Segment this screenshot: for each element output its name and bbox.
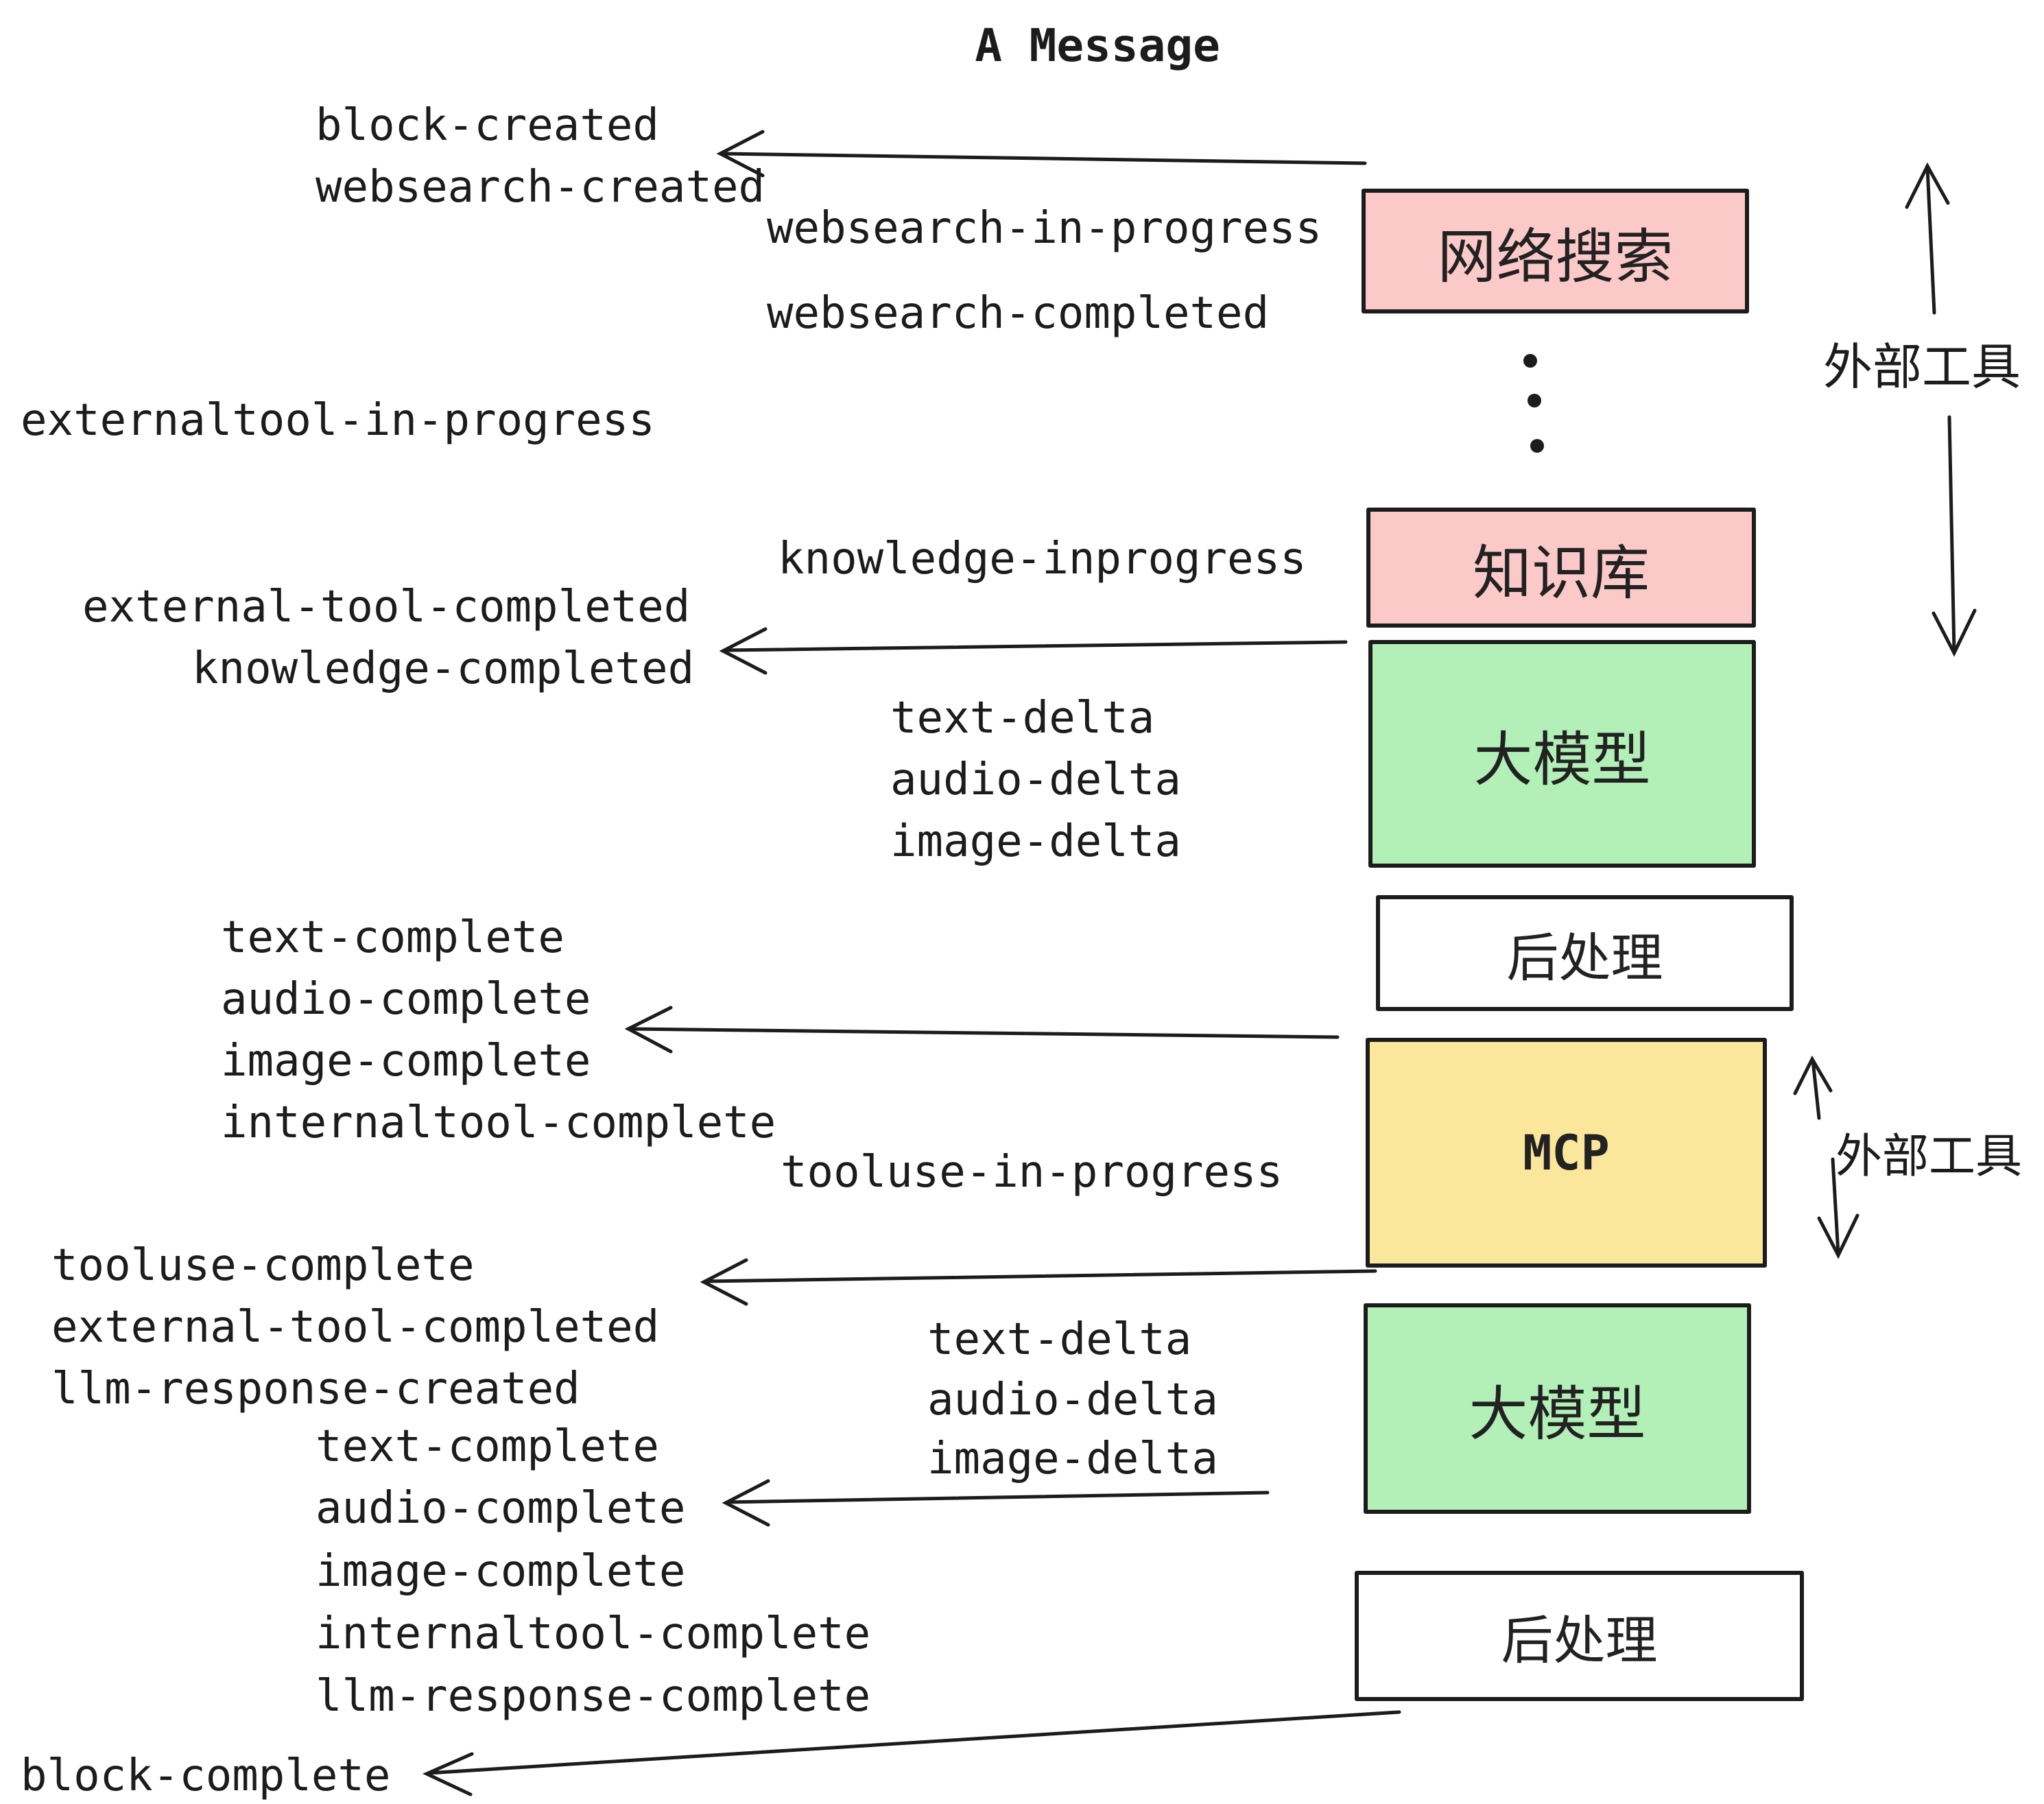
event-text-delta: text-delta — [890, 693, 1155, 744]
event-audio-delta-2: audio-delta — [927, 1375, 1218, 1425]
box-llm-2-label: 大模型 — [1469, 1380, 1646, 1449]
box-websearch-label: 网络搜索 — [1437, 222, 1674, 292]
arrow-block-complete — [422, 1710, 1401, 1796]
arrow-audio-complete-2 — [722, 1479, 1270, 1527]
event-knowledge-completed: knowledge-completed — [192, 643, 695, 694]
event-tooluse-in-progress: tooluse-in-progress — [781, 1147, 1283, 1198]
event-block-complete: block-complete — [21, 1750, 391, 1801]
event-image-delta: image-delta — [890, 816, 1181, 867]
event-websearch-in-progress: websearch-in-progress — [767, 203, 1322, 254]
event-tooluse-complete: tooluse-complete — [51, 1240, 475, 1291]
box-knowledge-label: 知识库 — [1473, 539, 1650, 608]
event-internaltool-complete-2: internaltool-complete — [316, 1609, 871, 1659]
arrow-external-tools-up-1 — [1905, 162, 1950, 315]
vertical-ellipsis — [1523, 354, 1544, 453]
event-external-tool-completed-2: external-tool-completed — [51, 1302, 660, 1353]
arrow-external-tools-down-1 — [1932, 415, 1977, 657]
box-mcp-label: MCP — [1523, 1124, 1610, 1181]
box-postprocess-1: 后处理 — [1376, 895, 1794, 1011]
box-knowledge: 知识库 — [1366, 508, 1756, 628]
box-llm-1-label: 大模型 — [1473, 725, 1651, 794]
external-tools-label-top: 外部工具 — [1823, 338, 2021, 396]
arrow-image-complete — [624, 1006, 1340, 1054]
box-postprocess-1-label: 后处理 — [1506, 927, 1663, 988]
event-external-tool-completed: external-tool-completed — [82, 582, 691, 632]
event-text-delta-2: text-delta — [927, 1314, 1192, 1365]
event-websearch-completed: websearch-completed — [767, 288, 1270, 339]
event-externaltool-in-progress: externaltool-in-progress — [21, 395, 655, 446]
box-llm-1: 大模型 — [1368, 640, 1756, 868]
box-postprocess-2: 后处理 — [1355, 1571, 1804, 1701]
event-llm-response-complete: llm-response-complete — [316, 1671, 871, 1722]
box-mcp: MCP — [1366, 1038, 1767, 1268]
event-knowledge-inprogress: knowledge-inprogress — [778, 534, 1307, 584]
event-audio-complete-2: audio-complete — [316, 1483, 686, 1534]
event-llm-response-created: llm-response-created — [51, 1364, 580, 1414]
arrow-tooluse-complete — [700, 1258, 1377, 1306]
event-audio-complete: audio-complete — [221, 974, 591, 1025]
box-websearch: 网络搜索 — [1362, 189, 1749, 313]
box-postprocess-2-label: 后处理 — [1501, 1610, 1658, 1671]
event-image-delta-2: image-delta — [927, 1434, 1218, 1484]
arrow-websearch-created — [716, 130, 1367, 178]
box-llm-2: 大模型 — [1364, 1303, 1751, 1514]
event-image-complete: image-complete — [221, 1036, 591, 1087]
arrow-external-tools-up-2 — [1793, 1055, 1833, 1120]
event-internaltool-complete: internaltool-complete — [221, 1097, 776, 1148]
arrow-knowledge-completed — [719, 627, 1348, 675]
event-image-complete-2: image-complete — [316, 1546, 686, 1597]
event-websearch-created: websearch-created — [316, 162, 765, 213]
event-audio-delta: audio-delta — [890, 755, 1181, 805]
event-text-complete: text-complete — [221, 912, 565, 963]
event-block-created: block-created — [316, 100, 659, 151]
external-tools-label-mid: 外部工具 — [1835, 1130, 2023, 1184]
event-text-complete-2: text-complete — [316, 1421, 659, 1472]
diagram-title: A Message — [975, 19, 1220, 72]
